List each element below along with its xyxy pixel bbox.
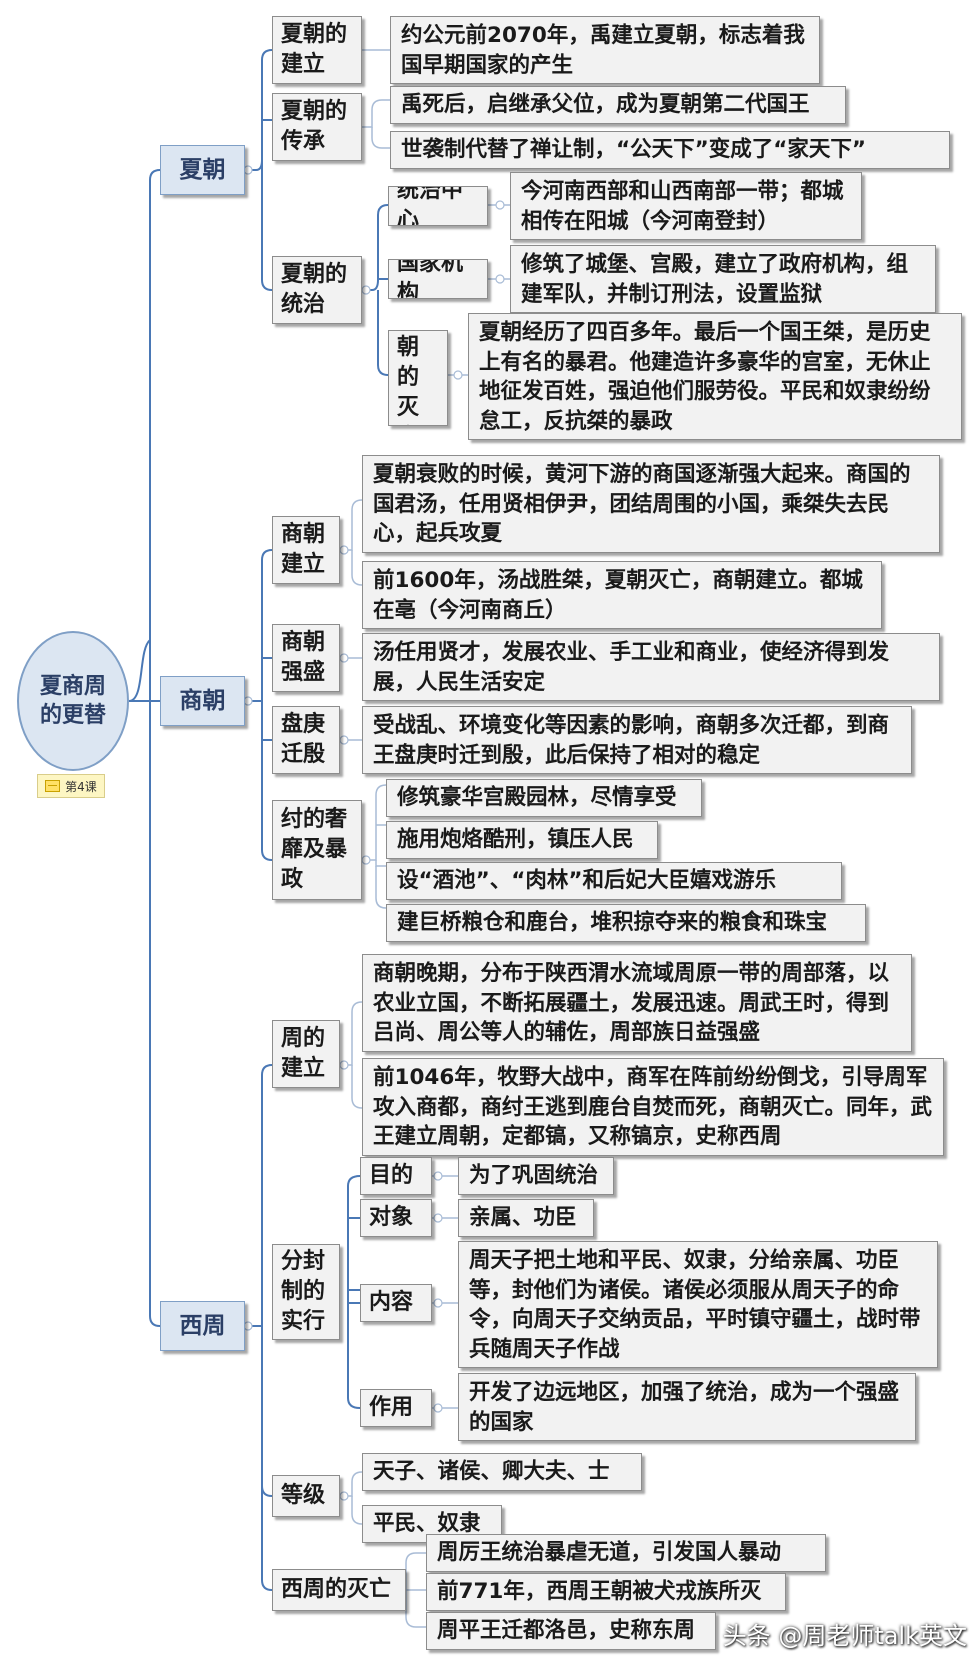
subtopic-xizhou-fengjian: 分封制的实行 <box>272 1244 340 1340</box>
fengjian-purpose-text: 为了巩固统治 <box>458 1157 614 1195</box>
xizhou-rank-item: 天子、诸侯、卿大夫、士 <box>362 1453 642 1491</box>
xia-rule-fall-text: 夏朝经历了四百多年。最后一个国王桀，是历史上有名的暴君。他建造许多豪华的宫室，无… <box>468 313 962 440</box>
fengjian-target-label: 对象 <box>360 1199 432 1237</box>
xia-succession-item: 世袭制代替了禅让制，“公天下”变成了“家天下” <box>390 131 950 169</box>
subtopic-shang-founding: 商朝建立 <box>272 516 340 584</box>
xizhou-fall-item: 前771年，西周王朝被犬戎族所灭 <box>426 1573 786 1611</box>
subtopic-xizhou-rank: 等级 <box>272 1475 340 1517</box>
subtopic-shang-tyranny: 纣的奢靡及暴政 <box>272 800 362 900</box>
shang-founding-item: 前1600年，汤战胜桀，夏朝灭亡，商朝建立。都城在亳（今河南商丘） <box>362 561 882 629</box>
subtopic-xia-founding: 夏朝的建立 <box>272 16 362 84</box>
xizhou-fall-item: 周厉王统治暴虐无道，引发国人暴动 <box>426 1534 826 1572</box>
watermark: 头条 @周老师talk英文 <box>722 1622 967 1650</box>
xia-rule-center-label: 统治中心 <box>388 186 488 226</box>
subtopic-shang-prosper: 商朝强盛 <box>272 624 340 692</box>
fengjian-target-text: 亲属、功臣 <box>458 1199 594 1237</box>
subtopic-xizhou-fall: 西周的灭亡 <box>272 1569 406 1611</box>
xizhou-founding-item: 前1046年，牧野大战中，商军在阵前纷纷倒戈，引导周军攻入商都，商纣王逃到鹿台自… <box>362 1058 944 1156</box>
fengjian-effect-label: 作用 <box>360 1389 432 1427</box>
xia-rule-center-text: 今河南西部和山西南部一带；都城相传在阳城（今河南登封） <box>510 172 862 240</box>
xizhou-founding-item: 商朝晚期，分布于陕西渭水流域周原一带的周部落，以农业立国，不断拓展疆土，发展迅速… <box>362 954 912 1052</box>
fengjian-content-label: 内容 <box>360 1284 432 1322</box>
shang-tyranny-item: 建巨桥粮仓和鹿台，堆积掠夺来的粮食和珠宝 <box>386 904 866 942</box>
fengjian-purpose-label: 目的 <box>360 1157 432 1195</box>
subtopic-xia-succession: 夏朝的传承 <box>272 93 362 161</box>
xizhou-fall-item: 周平王迁都洛邑，史称东周 <box>426 1612 716 1650</box>
note-icon <box>45 780 61 792</box>
topic-xizhou: 西周 <box>160 1301 245 1351</box>
root-title: 夏商周的更替 <box>39 674 106 728</box>
topic-shang: 商朝 <box>160 676 245 726</box>
root-topic: 夏商周的更替 <box>17 631 129 771</box>
lesson-badge: 第4课 <box>37 774 105 798</box>
subtopic-xizhou-founding: 周的建立 <box>272 1020 340 1088</box>
shang-pangeng-item: 受战乱、环境变化等因素的影响，商朝多次迁都，到商王盘庚时迁到殷，此后保持了相对的… <box>362 706 912 774</box>
fengjian-content-text: 周天子把土地和平民、奴隶，分给亲属、功臣等，封他们为诸侯。诸侯必须服从周天子的命… <box>458 1241 938 1368</box>
lesson-badge-label: 第4课 <box>65 779 97 794</box>
shang-prosper-item: 汤任用贤才，发展农业、手工业和商业，使经济得到发展，人民生活安定 <box>362 633 940 701</box>
fengjian-effect-text: 开发了边远地区，加强了统治，成为一个强盛的国家 <box>458 1373 916 1441</box>
shang-tyranny-item: 修筑豪华宫殿园林，尽情享受 <box>386 779 702 817</box>
xia-rule-fall-label: 夏朝的灭亡 <box>388 330 448 426</box>
subtopic-xia-rule: 夏朝的统治 <box>272 256 362 324</box>
xia-founding-item: 约公元前2070年，禹建立夏朝，标志着我国早期国家的产生 <box>390 16 820 84</box>
shang-tyranny-item: 设“酒池”、“肉林”和后妃大臣嬉戏游乐 <box>386 862 842 900</box>
xia-succession-item: 禹死后，启继承父位，成为夏朝第二代国王 <box>390 86 846 124</box>
shang-founding-item: 夏朝衰败的时候，黄河下游的商国逐渐强大起来。商国的国君汤，任用贤相伊尹，团结周围… <box>362 455 940 553</box>
shang-tyranny-item: 施用炮烙酷刑，镇压人民 <box>386 821 658 859</box>
topic-xia: 夏朝 <box>160 145 245 195</box>
xia-rule-state-label: 国家机构 <box>388 259 488 299</box>
xia-rule-state-text: 修筑了城堡、宫殿，建立了政府机构，组建军队，并制订刑法，设置监狱 <box>510 245 936 313</box>
subtopic-shang-pangeng: 盘庚迁殷 <box>272 706 340 774</box>
